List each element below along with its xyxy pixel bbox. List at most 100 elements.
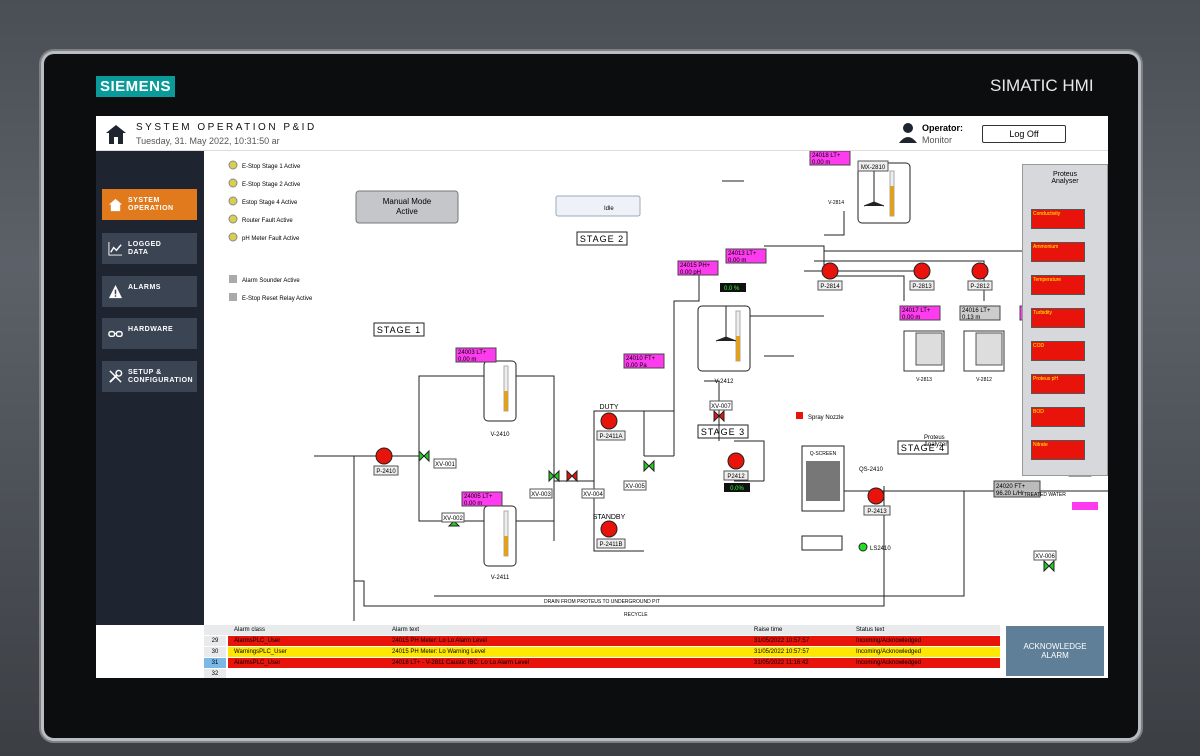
svg-text:0.13 m: 0.13 m <box>962 315 980 321</box>
sidebar-item-label: HARDWARE <box>128 326 173 334</box>
proteus-item: BOD <box>1031 407 1085 427</box>
status-light-label: pH Meter Fault Active <box>242 236 300 242</box>
table-row[interactable]: 29 AlarmsPLC_User 24015 PH Meter: Lo Lo … <box>204 636 1000 646</box>
sidebar-item-hardware[interactable]: HARDWARE <box>102 318 197 349</box>
svg-text:XV-004: XV-004 <box>583 492 603 498</box>
svg-text:V-2412: V-2412 <box>714 379 734 385</box>
svg-text:STANDBY: STANDBY <box>593 514 626 521</box>
proteus-item: Conductivity <box>1031 209 1085 229</box>
spray-nozzle-marker <box>796 412 803 419</box>
header-bar: SYSTEM OPERATION P&ID Tuesday, 31. May 2… <box>96 116 1108 151</box>
pid-svg: E-Stop Stage 1 Active E-Stop Stage 2 Act… <box>204 151 1108 625</box>
svg-text:24018 LT+: 24018 LT+ <box>812 153 841 159</box>
status-box-label: Alarm Sounder Active <box>242 278 300 284</box>
svg-text:Manual Mode: Manual Mode <box>383 197 432 206</box>
svg-text:QS-2410: QS-2410 <box>859 467 884 473</box>
status-light <box>229 197 237 205</box>
pump-p2411a: P-2411A DUTY <box>597 404 625 440</box>
stage-label: STAGE 1 <box>377 325 421 335</box>
proteus-item: Turbidity <box>1031 308 1085 328</box>
svg-text:0.00 m: 0.00 m <box>812 160 830 166</box>
page-title: SYSTEM OPERATION P&ID <box>136 122 317 133</box>
sidebar-item-label: SETUP & CONFIGURATION <box>128 369 193 385</box>
stage-labels: STAGE 1 STAGE 2 STAGE 3 STAGE 4 <box>374 232 948 454</box>
svg-text:V-2814: V-2814 <box>828 200 844 206</box>
svg-text:LS2410: LS2410 <box>870 546 891 552</box>
svg-text:XV-003: XV-003 <box>531 492 551 498</box>
proteus-analyser-panel: Proteus Analyser Conductivity Ammonium T… <box>1022 164 1108 476</box>
svg-text:0.0 %: 0.0 % <box>724 286 740 292</box>
status-light-label: Router Fault Active <box>242 218 293 224</box>
svg-text:0.00 m: 0.00 m <box>458 357 476 363</box>
tank-v2412: V-2412 <box>698 306 750 385</box>
acknowledge-alarm-button[interactable]: ACKNOWLEDGE ALARM <box>1006 626 1104 676</box>
tools-icon <box>108 369 123 384</box>
svg-text:Analyzer: Analyzer <box>924 442 947 448</box>
brand-logo: SIEMENS <box>96 76 175 97</box>
home-icon[interactable] <box>104 122 128 146</box>
svg-text:0.00 Pa: 0.00 Pa <box>626 363 647 369</box>
svg-text:24020 FT+: 24020 FT+ <box>996 484 1026 490</box>
idle-label: Idle <box>604 206 614 212</box>
stage-label: STAGE 3 <box>701 427 745 437</box>
svg-text:Active: Active <box>396 207 418 216</box>
table-row[interactable]: 32 <box>204 669 1000 678</box>
status-lights: E-Stop Stage 1 Active E-Stop Stage 2 Act… <box>229 161 313 302</box>
svg-text:24003 LT+: 24003 LT+ <box>458 350 487 356</box>
svg-text:24015 PH+: 24015 PH+ <box>680 263 711 269</box>
svg-text:P-2411B: P-2411B <box>600 542 623 548</box>
col-header: Status text <box>856 625 884 635</box>
svg-text:P-2411A: P-2411A <box>600 434 623 440</box>
proteus-item: COD <box>1031 341 1085 361</box>
stage-label: STAGE 2 <box>580 234 624 244</box>
status-light <box>229 215 237 223</box>
svg-text:24013 LT+: 24013 LT+ <box>728 251 757 257</box>
svg-text:TREATED WATER: TREATED WATER <box>1024 492 1066 498</box>
status-light <box>229 233 237 241</box>
alarm-table-header: Alarm class Alarm text Raise time Status… <box>204 625 1000 635</box>
svg-text:P-2413: P-2413 <box>867 509 887 515</box>
svg-text:24005 LT+: 24005 LT+ <box>464 494 493 500</box>
status-box-label: E-Stop Reset Relay Active <box>242 296 313 302</box>
svg-text:24017 LT+: 24017 LT+ <box>902 308 931 314</box>
svg-text:0.00 pH: 0.00 pH <box>680 270 701 276</box>
pump-p2411b: P-2411B STANDBY <box>593 514 626 548</box>
operator-icon <box>898 122 918 144</box>
svg-text:DRAIN FROM PROTEUS TO UNDERGRO: DRAIN FROM PROTEUS TO UNDERGROUND PIT <box>544 599 660 605</box>
pump-p2413: P-2413 <box>864 488 890 515</box>
svg-text:24016 LT+: 24016 LT+ <box>962 308 991 314</box>
sidebar-item-logged-data[interactable]: LOGGED DATA <box>102 233 197 264</box>
sidebar-item-alarms[interactable]: ALARMS <box>102 276 197 307</box>
home-icon <box>108 197 123 212</box>
operator-value: Monitor <box>922 135 952 145</box>
warning-icon <box>108 284 123 299</box>
sidebar-item-system-operation[interactable]: SYSTEM OPERATION <box>102 189 197 220</box>
svg-text:0.00 m: 0.00 m <box>464 501 482 507</box>
manual-mode-button[interactable]: Manual Mode Active <box>356 191 458 223</box>
pump-p2813: P-2813 <box>910 263 934 290</box>
pid-diagram: E-Stop Stage 1 Active E-Stop Stage 2 Act… <box>204 151 1108 625</box>
tank-v2814: V-2814 <box>828 163 910 223</box>
proteus-item: Proteus pH <box>1031 374 1085 394</box>
idle-box <box>556 196 640 216</box>
alarm-table: Alarm class Alarm text Raise time Status… <box>204 625 1000 678</box>
svg-text:P-2410: P-2410 <box>376 469 396 475</box>
sidebar-item-setup-configuration[interactable]: SETUP & CONFIGURATION <box>102 361 197 392</box>
svg-text:0.0%: 0.0% <box>730 486 744 492</box>
hmi-screen: SYSTEM OPERATION P&ID Tuesday, 31. May 2… <box>96 116 1108 678</box>
svg-text:V-2410: V-2410 <box>490 432 510 438</box>
log-off-button[interactable]: Log Off <box>982 125 1066 143</box>
svg-text:P2412: P2412 <box>727 474 745 480</box>
sidebar-item-label: SYSTEM OPERATION <box>128 197 174 213</box>
sidebar: SYSTEM OPERATION LOGGED DATA ALARMS HARD… <box>96 151 204 625</box>
status-light <box>229 179 237 187</box>
table-row[interactable]: 30 WarningsPLC_User 24015 PH Meter: Lo W… <box>204 647 1000 657</box>
table-row[interactable]: 31 AlarmsPLC_User 24018 LT+ - V-2811 Cau… <box>204 658 1000 668</box>
col-header: Alarm text <box>392 625 419 635</box>
col-header: Raise time <box>754 625 782 635</box>
svg-text:V-2813: V-2813 <box>916 377 932 383</box>
glasses-icon <box>108 326 123 341</box>
status-box <box>229 275 237 283</box>
svg-text:0.00 m: 0.00 m <box>902 315 920 321</box>
status-light-label: E-Stop Stage 1 Active <box>242 164 301 170</box>
